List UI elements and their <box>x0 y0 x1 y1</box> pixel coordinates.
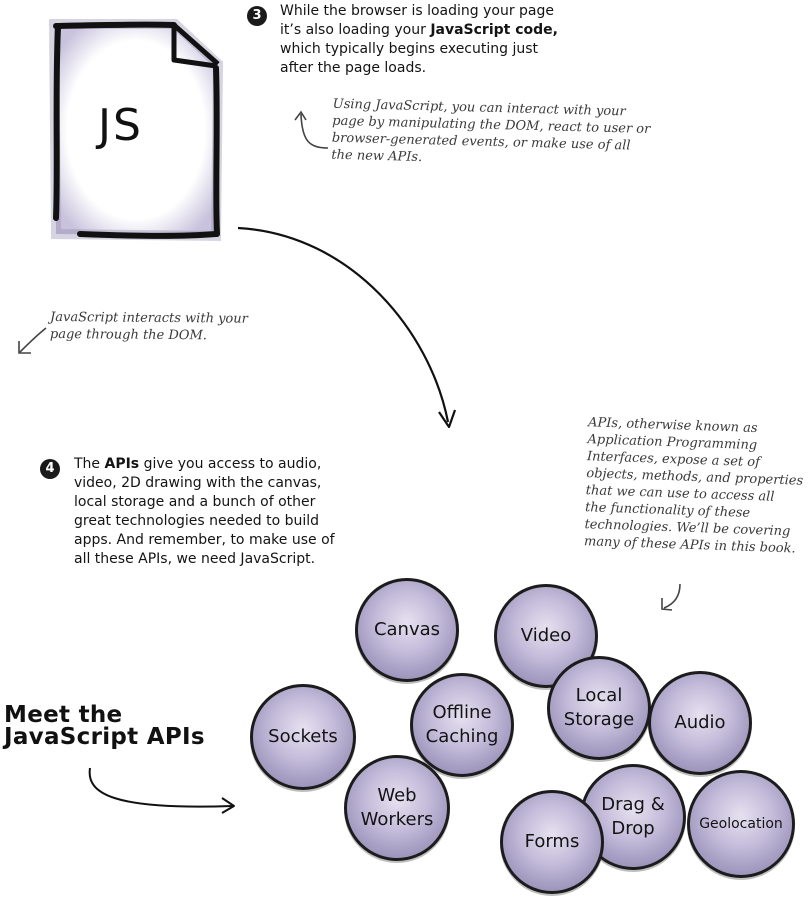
step-3-line: it’s also loading your JavaScript code, <box>280 22 558 38</box>
note-arrow-down-icon <box>661 583 681 611</box>
section-heading: Meet the JavaScript APIs <box>4 702 205 750</box>
step-4-description: The APIs give you access to audio, video… <box>74 455 354 569</box>
step-4-line: local storage and a bunch of other <box>74 494 316 510</box>
note-javascript-uses: Using JavaScript, you can interact with … <box>331 96 651 166</box>
step-4-line: great technologies needed to build <box>74 513 320 529</box>
js-file-label: JS <box>98 100 143 151</box>
heading-arrow-icon <box>88 767 235 814</box>
step-3-number: 3 <box>247 6 267 26</box>
note-arrow-down-left-icon <box>18 327 47 354</box>
javascript-code-emphasis: JavaScript code, <box>430 22 558 38</box>
javascript-file-illustration: JS <box>40 8 240 248</box>
step-4-line: video, 2D drawing with the canvas, <box>74 475 322 491</box>
api-canvas: Canvas <box>355 578 459 682</box>
apis-emphasis: APIs <box>104 456 140 472</box>
api-audio: Audio <box>648 671 752 775</box>
step-4-line: all these APIs, we need JavaScript. <box>74 551 316 567</box>
step-3-line: after the page loads. <box>280 60 427 76</box>
document-icon <box>48 19 224 242</box>
note-apis-definition: APIs, otherwise known as Application Pro… <box>583 415 804 557</box>
note-dom-interaction: JavaScript interacts with your page thro… <box>49 309 248 344</box>
step-3-description: While the browser is loading your page i… <box>280 2 580 78</box>
api-sockets: Sockets <box>250 684 356 790</box>
step-3-line: which typically begins executing just <box>280 41 539 57</box>
step-4-line: apps. And remember, to make use of <box>74 532 335 548</box>
flow-arrow-icon <box>237 226 457 429</box>
api-forms: Forms <box>500 790 604 894</box>
step-4-number: 4 <box>40 459 60 479</box>
note-arrow-curved-up-icon <box>294 110 329 149</box>
step-3-line: While the browser is loading your page <box>280 3 554 19</box>
step-4-line: The APIs give you access to audio, <box>74 456 322 472</box>
api-geolocation: Geolocation <box>687 770 795 878</box>
